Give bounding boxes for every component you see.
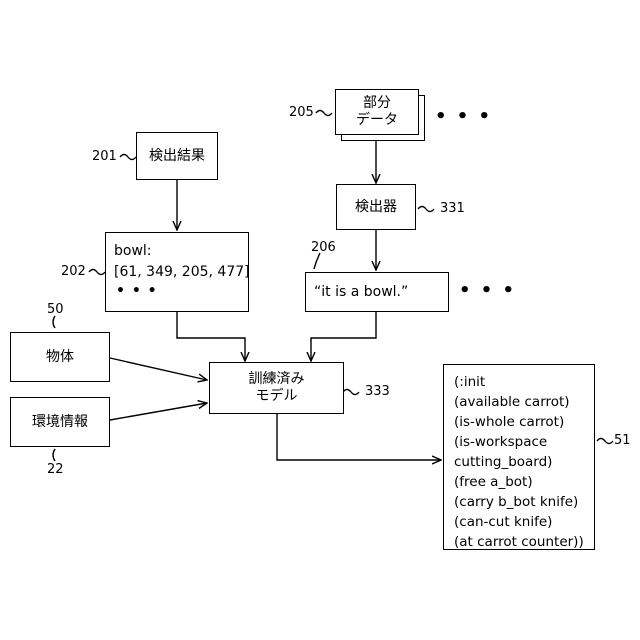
pddl-line: (:init bbox=[454, 372, 584, 392]
leader-202 bbox=[89, 270, 105, 275]
bbox-line2: [61, 349, 205, 477] bbox=[114, 264, 250, 281]
caption-box: “it is a bowl.” bbox=[305, 272, 449, 312]
ref-205: 205 bbox=[289, 105, 314, 120]
leader-333 bbox=[343, 390, 359, 395]
pddl-line: cutting_board) bbox=[454, 452, 584, 472]
ref-333: 333 bbox=[365, 384, 390, 399]
ref-206: 206 bbox=[311, 240, 336, 255]
pddl-box: (:init (available carrot) (is-whole carr… bbox=[443, 364, 595, 550]
detection-result-box: 検出結果 bbox=[136, 132, 218, 180]
leader-201 bbox=[120, 155, 136, 160]
environment-box: 環境情報 bbox=[10, 397, 110, 447]
environment-label: 環境情報 bbox=[32, 414, 88, 431]
arrow-model-to-pddl bbox=[277, 414, 441, 460]
partial-data-box: 部分 データ bbox=[335, 89, 419, 135]
detection-result-label: 検出結果 bbox=[149, 148, 205, 165]
object-label: 物体 bbox=[46, 349, 74, 366]
leader-206 bbox=[314, 253, 320, 269]
bbox-ellipsis: • • • bbox=[116, 283, 158, 300]
leader-205 bbox=[316, 111, 332, 116]
partial-data-line2: データ bbox=[356, 112, 398, 129]
leader-50 bbox=[53, 316, 55, 328]
caption-more: • • • bbox=[459, 280, 516, 301]
trained-model-line2: モデル bbox=[256, 388, 298, 405]
caption-text: “it is a bowl.” bbox=[314, 284, 408, 301]
pddl-line: (carry b_bot knife) bbox=[454, 492, 584, 512]
leader-331 bbox=[418, 207, 434, 212]
arrow-caption-to-model bbox=[311, 311, 376, 361]
pddl-lines: (:init (available carrot) (is-whole carr… bbox=[454, 372, 584, 552]
pddl-line: (can-cut knife) bbox=[454, 512, 584, 532]
trained-model-box: 訓練済み モデル bbox=[209, 362, 344, 414]
bbox-box: bowl: [61, 349, 205, 477] • • • bbox=[105, 232, 249, 312]
partial-data-more: • • • bbox=[435, 106, 492, 127]
pddl-line: (at carrot counter)) bbox=[454, 532, 584, 552]
object-box: 物体 bbox=[10, 332, 110, 382]
leader-51 bbox=[597, 439, 613, 444]
pddl-line: (available carrot) bbox=[454, 392, 584, 412]
ref-22: 22 bbox=[47, 462, 64, 477]
arrow-bbox-to-model bbox=[177, 311, 245, 361]
pddl-line: (is-workspace bbox=[454, 432, 584, 452]
partial-data-line1: 部分 bbox=[363, 95, 391, 112]
ref-50: 50 bbox=[47, 302, 64, 317]
trained-model-line1: 訓練済み bbox=[249, 371, 305, 388]
ref-202: 202 bbox=[61, 264, 86, 279]
pddl-line: (is-whole carrot) bbox=[454, 412, 584, 432]
arrow-environment-to-model bbox=[110, 403, 207, 420]
ref-201: 201 bbox=[92, 149, 117, 164]
detector-label: 検出器 bbox=[355, 199, 397, 216]
bbox-line1: bowl: bbox=[114, 243, 152, 260]
arrow-object-to-model bbox=[110, 358, 207, 380]
pddl-line: (free a_bot) bbox=[454, 472, 584, 492]
detector-box: 検出器 bbox=[336, 184, 416, 230]
ref-51: 51 bbox=[614, 433, 631, 448]
ref-331: 331 bbox=[440, 201, 465, 216]
leader-22 bbox=[53, 449, 55, 461]
